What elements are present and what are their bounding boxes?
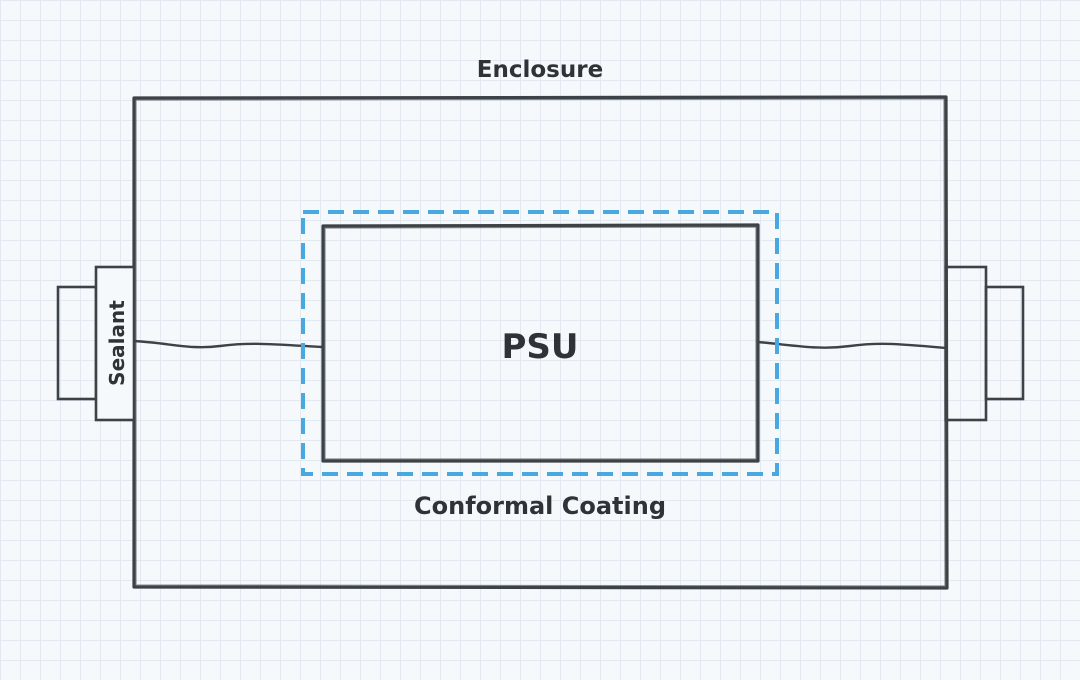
right-connector-inner bbox=[944, 265, 988, 422]
psu-label: PSU bbox=[501, 327, 578, 367]
left-sealant-box bbox=[94, 265, 136, 422]
conformal-coating-label: Conformal Coating bbox=[414, 492, 666, 520]
right-cable bbox=[757, 340, 947, 350]
psu-box-sketch bbox=[324, 226, 757, 460]
enclosure-box bbox=[132, 95, 949, 590]
sealant-label: Sealant bbox=[105, 300, 129, 386]
conformal-coating-box bbox=[301, 210, 779, 476]
left-connector-outer bbox=[56, 285, 98, 401]
psu-box bbox=[321, 223, 760, 463]
left-cable bbox=[133, 339, 323, 349]
enclosure-box-sketch bbox=[135, 98, 946, 587]
enclosure-label: Enclosure bbox=[477, 57, 603, 83]
right-connector-outer bbox=[984, 285, 1025, 401]
